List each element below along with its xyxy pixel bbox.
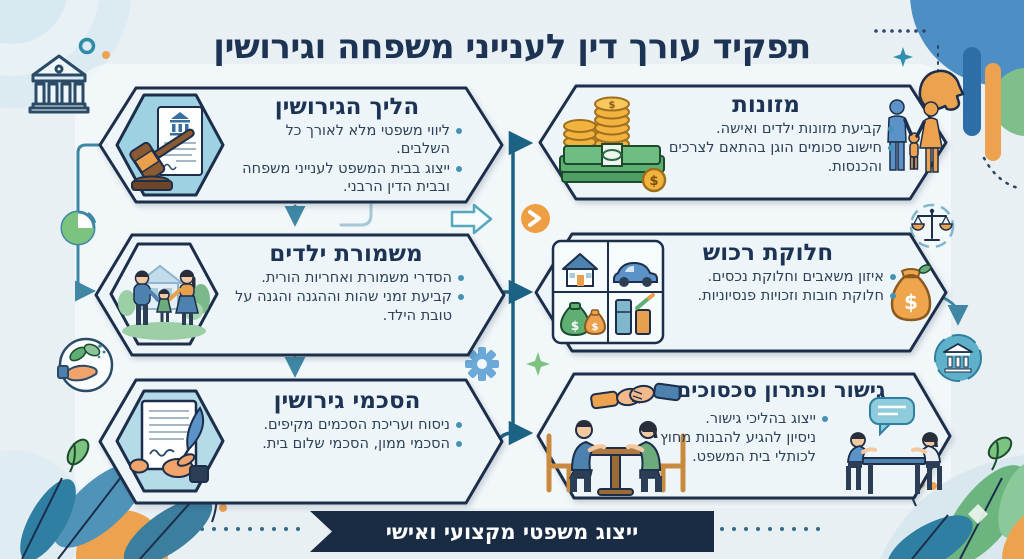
card-bullets: קביעת מזונות ילדים ואישה. חישוב סכומים ה… xyxy=(636,120,896,176)
family-figures-icon xyxy=(887,99,943,173)
sparkle-icon xyxy=(526,352,550,376)
card-title: חלוקת רכוש xyxy=(702,240,834,266)
assets-grid-icon: $ $ xyxy=(551,239,665,345)
bullet: קביעת זמני שהות וההגנה והגנה על טובת היל… xyxy=(226,288,466,325)
courthouse-icon xyxy=(28,54,90,114)
bottom-banner: ייצוג משפטי מקצועי ואישי xyxy=(310,511,714,552)
head-profile-icon xyxy=(918,69,965,111)
foliage-decoration-right xyxy=(880,436,1024,559)
dollar-sign: $ xyxy=(571,319,579,333)
foliage-decoration-left xyxy=(0,438,235,559)
card-title: גישור ופתרון סכסוכים xyxy=(676,378,886,402)
bullet: הסדרי משמורת ואחריות הורית. xyxy=(226,269,466,287)
bullet: ייצוג בהליכי גישור. xyxy=(644,410,830,428)
discussion-bubble-icon xyxy=(846,397,942,494)
bullet: ניסיון להגיע להבנות מחוץ לכותלי בית המשפ… xyxy=(660,430,816,465)
bullet: ייצוג בבית המשפט לענייני משפחה ובבית הדי… xyxy=(230,160,464,197)
card-alimony: $ $ xyxy=(538,84,948,201)
dotted-line-banner-right xyxy=(720,527,820,531)
bullet: ניסוח ועריכת הסכמים מקיפים. xyxy=(230,416,464,434)
scales-icon xyxy=(909,203,955,249)
dollar-sign: $ xyxy=(609,100,616,111)
page-title: תפקיד עורך דין לענייני משפחה וגירושין xyxy=(213,26,811,67)
family-custody-icon xyxy=(109,242,219,346)
card-title: מזונות xyxy=(732,92,800,118)
chevron-badge-icon xyxy=(521,204,550,233)
card-child-custody: משמורת ילדים הסדרי משמורת ואחריות הורית.… xyxy=(94,233,506,357)
card-mediation: גישור ופתרון סכסוכים ייצוג בהליכי גישור.… xyxy=(536,372,952,500)
card-bullets: ניסוח ועריכת הסכמים מקיפים. הסכמי ממון, … xyxy=(230,416,464,454)
dollar-sign: $ xyxy=(592,322,599,333)
gear-icon xyxy=(465,347,499,381)
card-bullets: ליווי משפטי מלא לאורך כל השלבים. ייצוג ב… xyxy=(230,122,464,197)
bullet: חלוקת חובות וזכויות פנסיוניות. xyxy=(638,287,898,305)
card-title: הסכמי גירושין xyxy=(273,388,421,414)
bank-circle-icon xyxy=(934,334,982,382)
dotted-line-top xyxy=(874,29,926,33)
card-property-division: $ $ $ חלוקת רכוש איזון משאבים וחלוקת נכס… xyxy=(534,232,948,353)
bullet: איזון משאבים וחלוקת נכסים. xyxy=(638,268,898,286)
card-title: משמורת ילדים xyxy=(269,241,423,267)
hollow-arrow-icon xyxy=(450,203,493,235)
card-divorce-process: הליך הגירושין ליווי משפטי מלא לאורך כל ה… xyxy=(98,86,504,204)
bullet: קביעת מזונות ילדים ואישה. xyxy=(636,120,896,138)
dollar-sign: $ xyxy=(904,290,918,314)
signing-document-icon xyxy=(115,389,225,493)
hand-plant-icon xyxy=(57,337,114,393)
pie-clock-icon xyxy=(60,210,97,246)
bullet: ליווי משפטי מלא לאורך כל השלבים. xyxy=(230,122,464,159)
gavel-document-icon xyxy=(115,93,225,197)
card-divorce-agreements: הסכמי גירושין ניסוח ועריכת הסכמים מקיפים… xyxy=(98,378,504,505)
handshake-icon xyxy=(590,382,682,410)
card-bullets: הסדרי משמורת ואחריות הורית. קביעת זמני ש… xyxy=(226,269,466,325)
dotted-line-banner-left xyxy=(200,527,300,531)
bullet: הסכמי ממון, הסכמי שלום בית. xyxy=(230,435,464,453)
corner-shapes-top-right xyxy=(910,0,1024,161)
card-bullets: ייצוג בהליכי גישור. ניסיון להגיע להבנות … xyxy=(644,410,830,466)
card-bullets: איזון משאבים וחלוקת נכסים. חלוקת חובות ו… xyxy=(638,268,898,306)
bullet: חישוב סכומים הוגן בהתאם לצרכים והכנסות. xyxy=(636,139,896,176)
dollar-sign: $ xyxy=(649,174,658,189)
money-stack-icon: $ $ xyxy=(559,96,667,193)
mediation-table-icon xyxy=(546,420,686,496)
card-title: הליך הגירושין xyxy=(274,94,420,120)
sparkle-icon xyxy=(893,47,913,67)
banner-label: ייצוג משפטי מקצועי ואישי xyxy=(385,519,639,544)
